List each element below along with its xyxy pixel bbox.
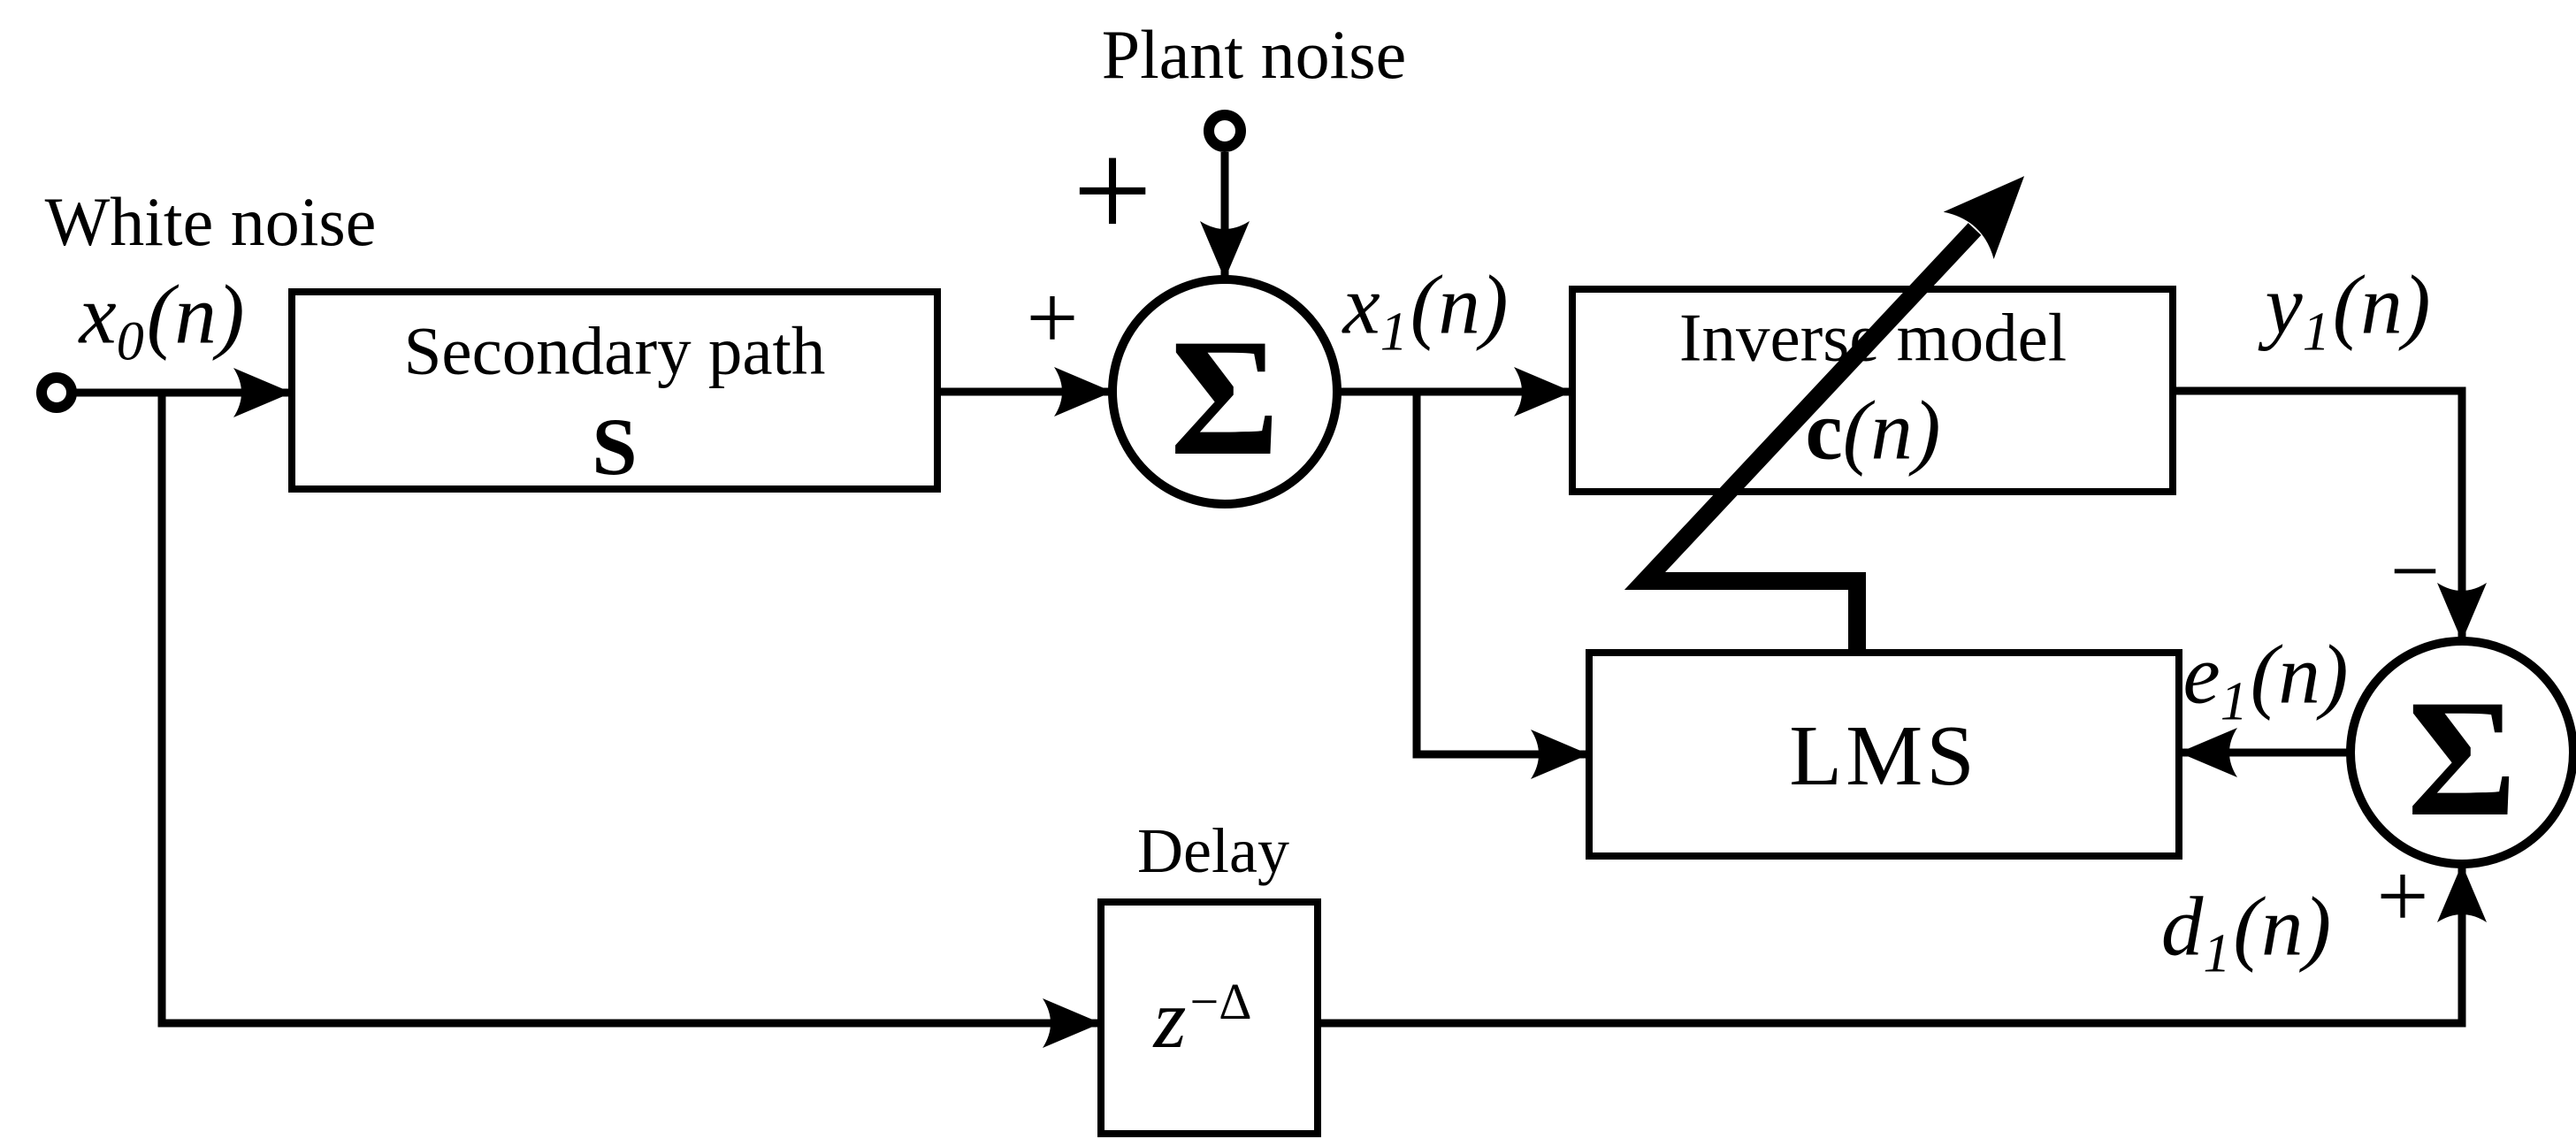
- x0-sub: 0: [116, 311, 144, 372]
- secondary-path-block-label: Secondary path: [403, 312, 826, 389]
- adaptation-arrow: [1624, 176, 2025, 654]
- block-lms-rect: [1586, 649, 2182, 860]
- d1-sub: 1: [2203, 923, 2231, 984]
- sum1-input-plus-sign: +: [1026, 265, 1079, 370]
- e1-sub: 1: [2220, 671, 2248, 732]
- lms-block-label: LMS: [1789, 708, 1978, 804]
- sum2-plus-sign: +: [2376, 844, 2429, 948]
- sum2-minus-sign: −: [2389, 522, 2441, 620]
- block-secondary-path-rect: [288, 288, 941, 493]
- inverse-model-coeff-label: c(n): [1806, 388, 1941, 473]
- block-inverse-model-rect: [1569, 286, 2176, 495]
- y1-base: y: [2265, 257, 2303, 352]
- signal-label-x1: x1(n): [1343, 263, 1509, 363]
- x0-base: x: [79, 267, 117, 362]
- sum-node-2-sigma: Σ: [2406, 666, 2518, 852]
- secondary-path-transfer-label: S: [592, 401, 638, 492]
- coeff-c: c: [1805, 383, 1843, 478]
- x1-args: (n): [1410, 257, 1509, 352]
- signal-label-d1: d1(n): [2161, 884, 2331, 984]
- signal-label-y1: y1(n): [2266, 263, 2431, 363]
- y1-sub: 1: [2302, 302, 2330, 363]
- sum1-plant-noise-plus-sign: +: [1072, 111, 1153, 269]
- signal-label-e1: e1(n): [2183, 632, 2349, 732]
- plant-noise-label: Plant noise: [1101, 16, 1407, 93]
- plant-noise-input-terminal: [1204, 110, 1246, 152]
- y1-args: (n): [2332, 257, 2431, 352]
- signal-label-x0: x0(n): [80, 272, 245, 372]
- inverse-model-block-label: Inverse model: [1678, 299, 2068, 376]
- delay-transfer-label: z−Δ: [1154, 976, 1252, 1061]
- wire-y1-inverse-model-to-sum2: [2173, 386, 2487, 641]
- x1-base: x: [1342, 257, 1380, 352]
- sum-node-1-sigma: Σ: [1169, 305, 1280, 491]
- coeff-args: (n): [1842, 383, 1941, 478]
- wire-x0-branch-to-delay: [157, 393, 1101, 1048]
- wire-x1-branch-to-lms: [1412, 392, 1589, 779]
- delay-exponent: −Δ: [1189, 973, 1252, 1031]
- delay-z: z: [1153, 971, 1187, 1066]
- white-noise-input-terminal: [36, 372, 77, 413]
- e1-args: (n): [2250, 627, 2349, 722]
- e1-base: e: [2182, 627, 2221, 722]
- wire-d1-delay-to-sum2: [1318, 864, 2487, 1028]
- delay-title-label: Delay: [1137, 815, 1289, 886]
- d1-base: d: [2160, 879, 2204, 974]
- d1-args: (n): [2233, 879, 2332, 974]
- block-delay-rect: [1097, 898, 1321, 1137]
- white-noise-label: White noise: [44, 183, 377, 260]
- x0-args: (n): [146, 267, 245, 362]
- x1-sub: 1: [1380, 302, 1408, 363]
